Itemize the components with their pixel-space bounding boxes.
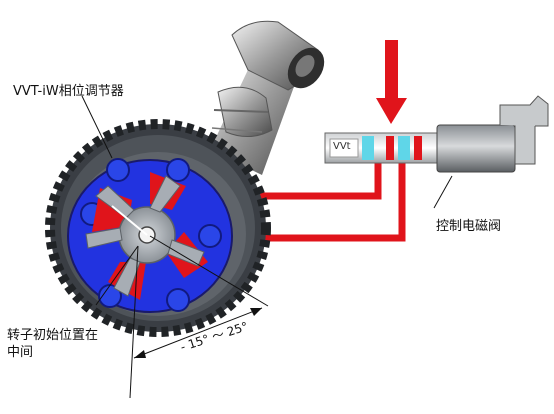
solenoid-icon	[324, 95, 549, 173]
angle-range-arrow	[133, 307, 263, 359]
gear-icon	[45, 119, 271, 337]
rotor-position-label: 转子初始位置在 中间	[7, 327, 98, 361]
leader-lines	[81, 95, 453, 399]
down-arrow-icon	[376, 40, 407, 124]
oil-lines	[250, 150, 406, 242]
camshaft-icon	[210, 20, 325, 175]
rotor	[85, 175, 205, 297]
valve-housing-text: VVt	[333, 141, 351, 152]
rotor-label-line2: 中间	[7, 345, 34, 360]
actuator-label: VVT-iW相位调节器	[13, 84, 124, 99]
rotor-label-line1: 转子初始位置在	[7, 328, 99, 343]
valve-label: 控制电磁阀	[436, 219, 502, 234]
